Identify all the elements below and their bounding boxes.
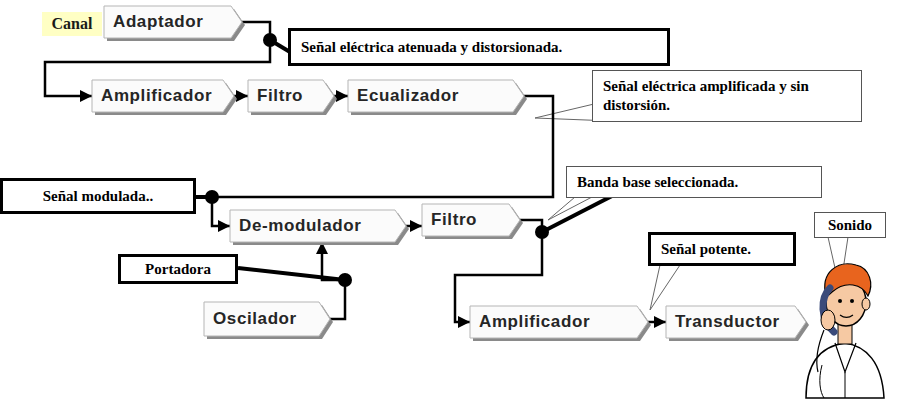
node-text: Señal eléctrica amplificada y sin distor… [603,77,851,115]
junction-dot [263,33,277,47]
process-box: Filtro [422,204,520,236]
box-body [104,6,242,38]
box-body [248,80,334,112]
callout-box: Banda base seleccionada. [566,166,822,198]
callout-box: Portadora [118,254,238,284]
box-body [422,204,520,236]
process-box: Filtro [248,80,334,112]
eye [838,299,842,303]
coat-fold [820,365,824,398]
callout-box: Señal modulada.. [0,178,196,214]
coat [806,343,884,398]
neck [838,322,852,344]
node-text: Banda base seleccionada. [577,173,738,192]
head [826,278,866,326]
node-text: Señal modulada.. [43,187,153,206]
node-text: Portadora [145,260,211,279]
node-text: Transductor [675,312,780,332]
ear [862,298,870,310]
leader-line [542,196,612,232]
node-text: De-modulador [239,216,361,236]
callout-tail [828,237,840,290]
junction-dot [338,273,352,287]
node-text: Ecualizador [357,86,459,106]
node-text: Señal eléctrica atenuada y distorsionada… [301,38,562,57]
process-box: Oscilador [204,302,330,336]
process-box: Adaptador [104,6,242,38]
box-body [204,302,330,336]
junction-dot [535,225,549,239]
callout-tail [650,265,680,310]
box-body [92,80,234,112]
mouth [840,315,853,317]
arm [817,330,824,372]
phone-handset [823,288,834,332]
channel-label: Canal [42,12,102,36]
eye [850,299,854,303]
callout-box: Señal potente. [648,232,796,266]
process-box: De-modulador [230,210,406,242]
signal-arrow [648,321,666,324]
node-text: Señal potente. [661,240,751,259]
box-body [666,306,806,338]
signal-arrow [406,225,422,228]
node-text: Sonido [828,216,872,235]
coat-collar [835,343,856,372]
callout-tail [840,237,848,290]
box-body [348,80,524,112]
process-box: Amplificador [470,306,648,338]
process-box: Transductor [666,306,806,338]
node-text: Oscilador [213,309,297,329]
process-box: Amplificador [92,80,234,112]
callout-box: Señal eléctrica amplificada y sin distor… [592,70,862,122]
signal-arrow [334,95,348,98]
node-text: Amplificador [479,312,590,332]
node-text: Amplificador [101,86,212,106]
leader-line [238,268,345,280]
box-body [230,210,406,242]
callout-box: Señal eléctrica atenuada y distorsionada… [288,28,670,66]
coat-seam [845,372,846,398]
node-text: Filtro [257,86,303,106]
node-text: Canal [52,15,93,33]
callout-tail [548,197,592,220]
junction-dot [205,190,219,204]
node-text: Filtro [431,210,477,230]
hair [825,264,871,296]
signal-arrow [234,95,248,98]
callout-box: Sonido [814,212,886,238]
node-text: Adaptador [113,12,203,32]
callout-tail [535,104,594,118]
process-box: Ecualizador [348,80,524,112]
hand [821,310,835,330]
box-body [470,306,648,338]
